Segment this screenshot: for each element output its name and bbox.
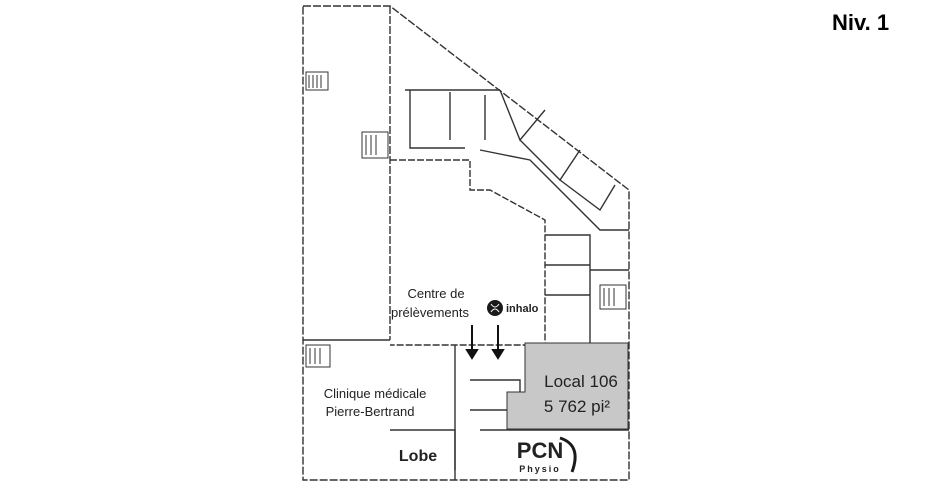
- clinique-label-line1: Clinique médicale: [324, 386, 427, 401]
- local-106-title: Local 106: [544, 372, 618, 391]
- inhalo-logo-icon: [487, 300, 503, 316]
- entrance-arrows: [465, 325, 505, 360]
- pcn-logo-subtext: Physio: [519, 464, 561, 474]
- clinique-label-line2: Pierre-Bertrand: [326, 404, 415, 419]
- east-rooms: [545, 234, 629, 345]
- lobe-box: [390, 429, 456, 480]
- pcn-swoosh: [559, 436, 577, 473]
- local-106-area[interactable]: [506, 342, 629, 430]
- level-label: Niv. 1: [832, 10, 890, 35]
- stairs: [305, 71, 627, 368]
- local-106-area-size: 5 762 pi²: [544, 397, 610, 416]
- pcn-logo-text: PCN: [517, 438, 563, 463]
- pcn-physio-logo: PCN Physio: [517, 436, 577, 474]
- diag-corridor: [479, 149, 629, 231]
- north-rooms-divider-1: [409, 90, 465, 149]
- building-outline: [302, 5, 630, 481]
- centre-label-line2: prélèvements: [391, 305, 470, 320]
- lobe-logo: Lobe: [399, 448, 437, 465]
- diag-rooms-3: [559, 179, 616, 212]
- diag-rooms-1: [499, 89, 546, 142]
- inhalo-logo: inhalo: [487, 300, 539, 316]
- centre-label-line1: Centre de: [407, 286, 464, 301]
- inhalo-logo-text: inhalo: [506, 303, 539, 315]
